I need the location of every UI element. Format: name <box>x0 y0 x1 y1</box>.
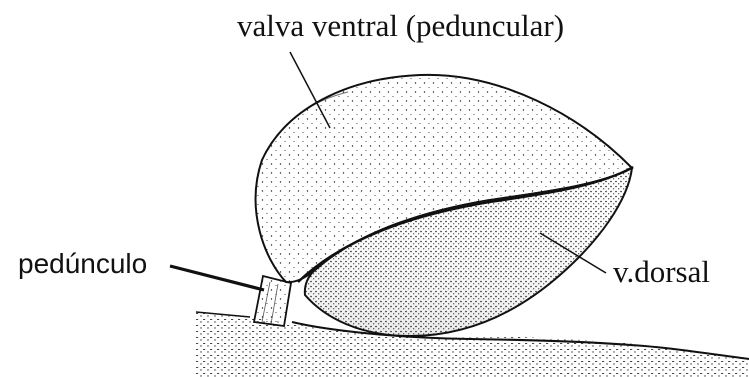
peduncle-label: pedúnculo <box>18 250 147 278</box>
peduncle-shape <box>254 276 291 326</box>
leader-line-peduncle <box>170 266 264 290</box>
dorsal-valve-label: v.dorsal <box>613 256 710 287</box>
ventral-valve-label: valva ventral (peduncular) <box>237 10 564 41</box>
